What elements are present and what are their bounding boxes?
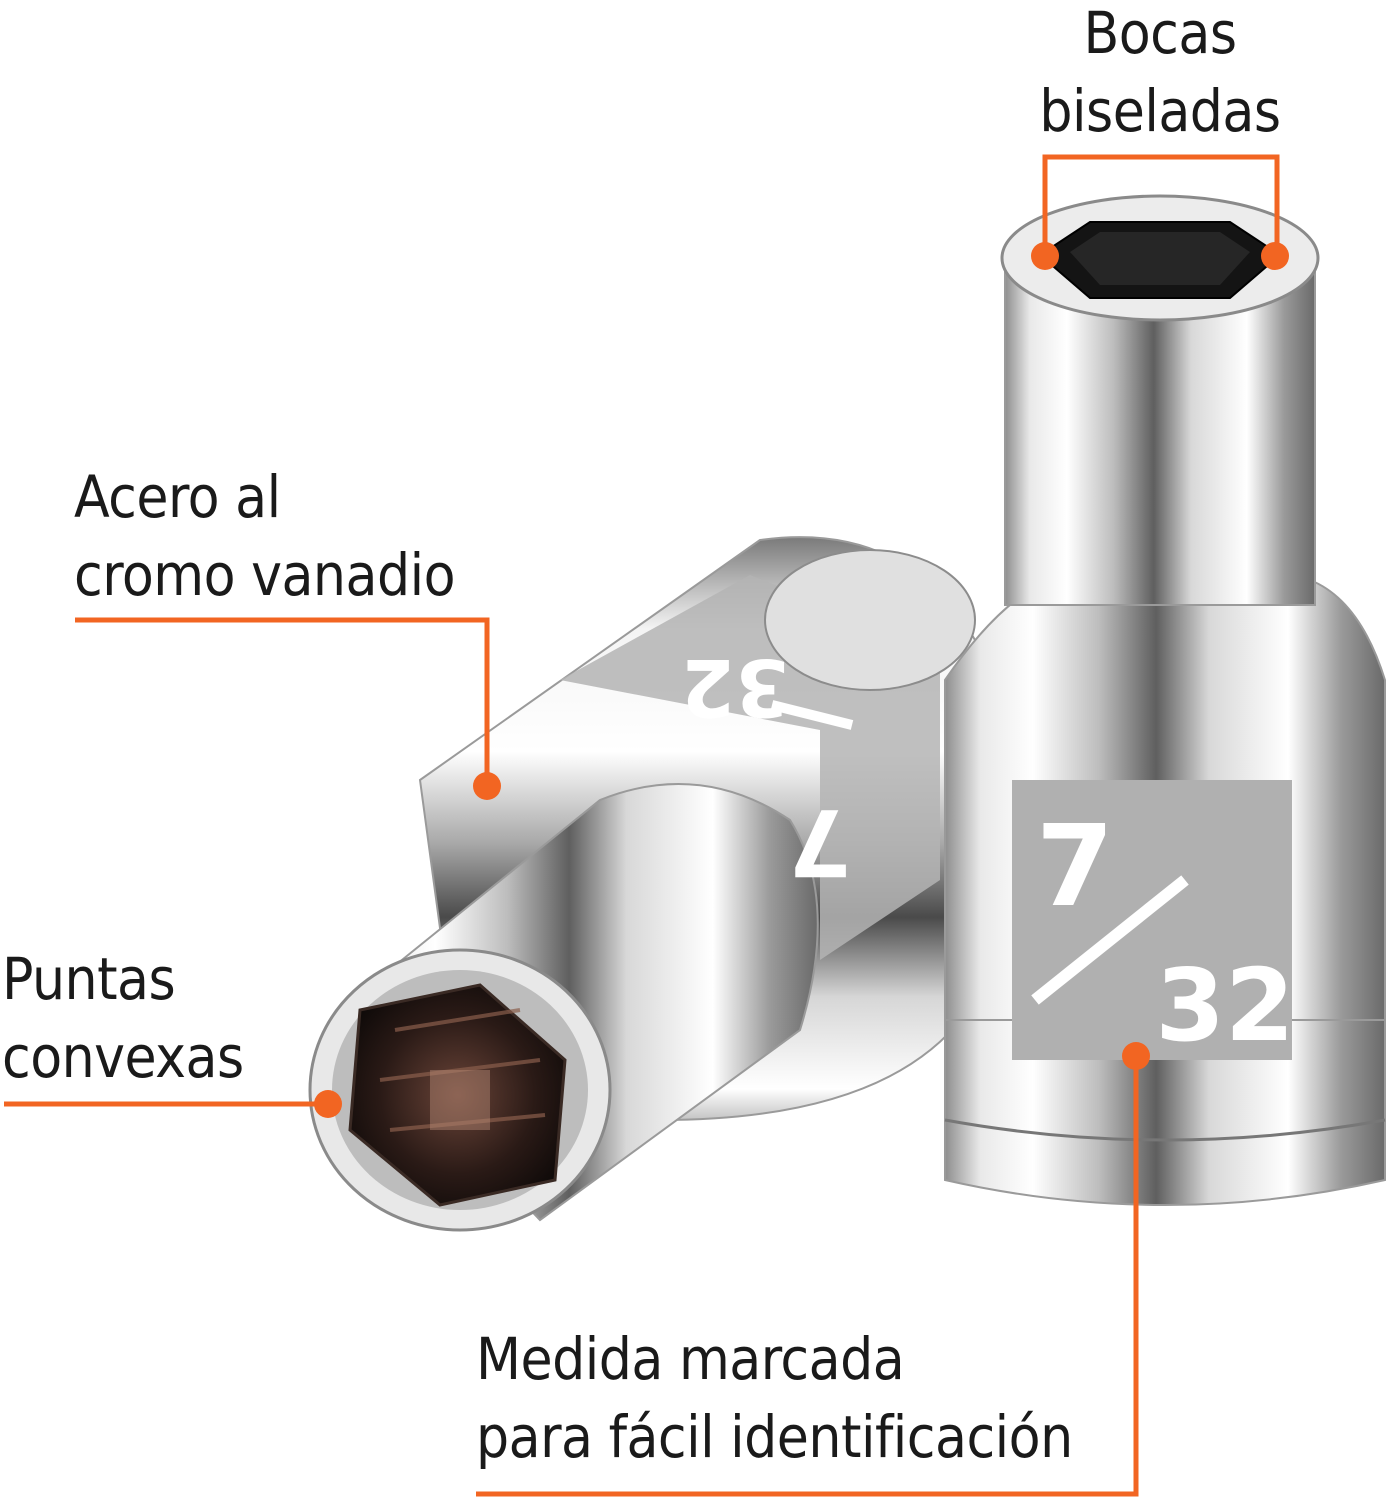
callout-dots — [314, 242, 1289, 1118]
lying-socket-denominator: 32 — [681, 641, 790, 731]
callout-dot-bocas-left — [1031, 242, 1059, 270]
callout-puntas-line-1: Puntas — [2, 945, 176, 1013]
callout-dot-medida — [1122, 1042, 1150, 1070]
standing-socket-denominator: 32 — [1155, 947, 1294, 1064]
callout-line-acero — [75, 617, 490, 786]
callout-puntas-line-2: convexas — [2, 1023, 244, 1091]
callout-acero-cromo-vanadio: Acero al cromo vanadio — [74, 458, 456, 614]
callout-line-medida — [476, 1056, 1139, 1497]
standing-socket-numerator: 7 — [1036, 802, 1114, 932]
callout-acero-line-1: Acero al — [74, 463, 281, 531]
lying-socket-marking: 32 — [681, 641, 790, 731]
standing-socket-fraction-slash — [1031, 875, 1189, 1005]
callout-medida-marcada: Medida marcada para fácil identificación — [476, 1320, 1073, 1476]
callout-acero-line-2: cromo vanadio — [74, 541, 456, 609]
callout-dot-puntas — [314, 1090, 342, 1118]
callout-medida-line-2: para fácil identificación — [476, 1403, 1073, 1471]
callout-bocas-biseladas: Bocas biseladas — [1010, 0, 1310, 150]
lying-socket: 32 7 — [308, 536, 976, 1232]
callout-medida-line-1: Medida marcada — [476, 1325, 905, 1393]
callout-lines — [4, 154, 1280, 1497]
standing-socket: 7 32 — [944, 194, 1386, 1206]
lying-socket-marking-num: 7 — [788, 788, 852, 895]
callout-dot-acero — [473, 772, 501, 800]
callout-puntas-convexas: Puntas convexas — [2, 940, 244, 1096]
callout-line-bocas — [1042, 154, 1280, 256]
callout-dot-bocas-right — [1261, 242, 1289, 270]
lying-socket-numerator: 7 — [788, 788, 852, 895]
callout-bocas-line-2: biseladas — [1039, 77, 1281, 145]
standing-socket-size-band — [1012, 780, 1292, 1060]
lying-socket-fraction-slash — [770, 700, 854, 730]
callout-bocas-line-1: Bocas — [1083, 0, 1237, 67]
